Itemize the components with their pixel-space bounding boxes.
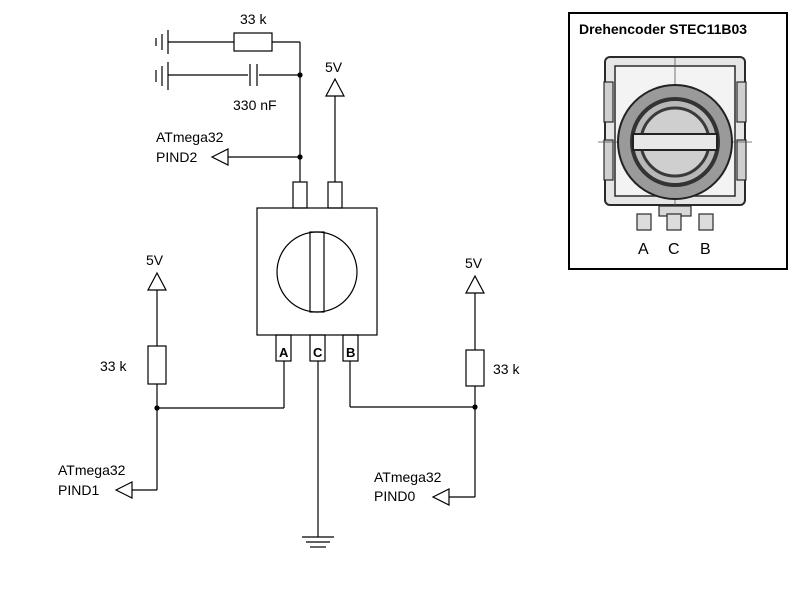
pind2-mcu-label: ATmega32 — [156, 129, 224, 145]
vcc-left-arrow — [147, 271, 167, 291]
encoder-top-pin-right — [327, 181, 343, 209]
capacitor-label: 330 nF — [233, 97, 277, 113]
port-arrow-pind1 — [114, 481, 133, 499]
encoder-pin-a-label: A — [279, 345, 289, 360]
junction-cap — [297, 72, 303, 78]
top-ground-symbol-2 — [155, 62, 169, 90]
resistor-left — [147, 345, 167, 385]
resistor-right — [465, 349, 485, 387]
vcc-right-label: 5V — [465, 255, 483, 271]
encoder-body — [256, 207, 378, 336]
encoder-pin-c-label: C — [313, 345, 323, 360]
port-arrow-pind0 — [431, 488, 450, 506]
pind0-mcu-label: ATmega32 — [374, 469, 442, 485]
vcc-top-arrow — [325, 77, 345, 97]
encoder-photo — [598, 56, 752, 231]
resistor-top-label: 33 k — [240, 11, 267, 27]
pind1-mcu-label: ATmega32 — [58, 462, 126, 478]
resistor-right-label: 33 k — [493, 361, 520, 377]
pind1-pin-label: PIND1 — [58, 482, 99, 498]
vcc-left-label: 5V — [146, 252, 164, 268]
ground-symbol-bottom — [302, 536, 334, 548]
resistor-left-label: 33 k — [100, 358, 127, 374]
encoder-top-pin-left — [292, 181, 308, 209]
photo-title: Drehencoder STEC11B03 — [579, 21, 747, 37]
photo-pin-b-label: B — [700, 241, 711, 258]
capacitor — [249, 64, 258, 86]
port-arrow-pind2 — [210, 148, 229, 166]
resistor-top — [233, 32, 273, 52]
photo-pin-c-label: C — [668, 241, 680, 258]
pind0-pin-label: PIND0 — [374, 488, 415, 504]
vcc-right-arrow — [465, 274, 485, 294]
encoder-knob — [276, 231, 358, 313]
photo-pin-a-label: A — [638, 241, 649, 258]
encoder-pin-b-label: B — [346, 345, 355, 360]
pind2-pin-label: PIND2 — [156, 149, 197, 165]
top-ground-symbol-1 — [155, 30, 169, 54]
vcc-top-label: 5V — [325, 59, 343, 75]
encoder-knob-slot — [309, 231, 325, 313]
